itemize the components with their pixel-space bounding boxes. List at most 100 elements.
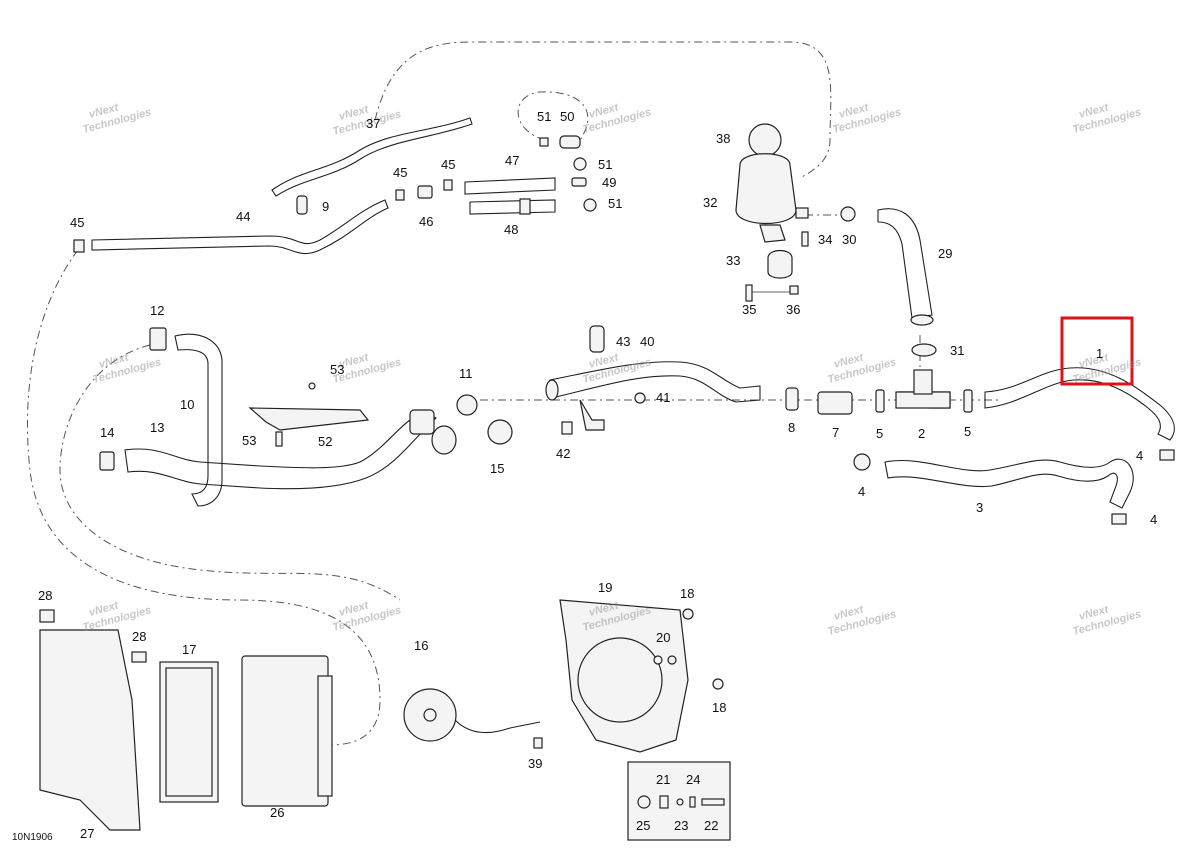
- clamp-45-left: [73, 239, 85, 253]
- bracket-42: [579, 399, 605, 431]
- callout-52[interactable]: 52: [318, 434, 332, 449]
- shroud-19-opening: [577, 637, 663, 723]
- callout-53-top[interactable]: 53: [330, 362, 344, 377]
- clamp-5-left: [875, 389, 885, 413]
- callout-51-mid[interactable]: 51: [598, 157, 612, 172]
- hose-48: [469, 199, 556, 215]
- bolt-35: [745, 284, 753, 302]
- callout-19[interactable]: 19: [598, 580, 612, 595]
- callout-20[interactable]: 20: [656, 630, 670, 645]
- callout-38[interactable]: 38: [716, 131, 730, 146]
- callout-11[interactable]: 11: [459, 366, 473, 381]
- callout-37[interactable]: 37: [366, 116, 380, 131]
- callout-43[interactable]: 43: [616, 334, 630, 349]
- callout-46[interactable]: 46: [419, 214, 433, 229]
- callout-26[interactable]: 26: [270, 805, 284, 820]
- callout-7[interactable]: 7: [832, 425, 839, 440]
- clamp-30: [840, 206, 856, 222]
- hose-47: [464, 177, 556, 195]
- callout-3[interactable]: 3: [976, 500, 983, 515]
- bolt-53-a: [275, 431, 283, 447]
- callout-22[interactable]: 22: [704, 818, 718, 833]
- callout-27[interactable]: 27: [80, 826, 94, 841]
- callout-9[interactable]: 9: [322, 199, 329, 214]
- dashed-route-top-loop: [374, 41, 832, 179]
- clamp-51-left: [539, 137, 549, 147]
- callout-23[interactable]: 23: [674, 818, 688, 833]
- screw-53-b: [308, 382, 316, 390]
- callout-32[interactable]: 32: [703, 195, 717, 210]
- highlight-box-part-1: [1060, 316, 1134, 386]
- clamp-4-b: [1159, 449, 1175, 461]
- callout-14[interactable]: 14: [100, 425, 114, 440]
- callout-5-b[interactable]: 5: [964, 424, 971, 439]
- callout-24[interactable]: 24: [686, 772, 700, 787]
- bracket-52: [248, 407, 370, 431]
- callout-29[interactable]: 29: [938, 246, 952, 261]
- radiator-26: [241, 655, 329, 807]
- callout-42[interactable]: 42: [556, 446, 570, 461]
- callout-53-bottom[interactable]: 53: [242, 433, 256, 448]
- callout-30[interactable]: 30: [842, 232, 856, 247]
- clamp-45-right: [443, 179, 453, 191]
- callout-47[interactable]: 47: [505, 153, 519, 168]
- callout-28-a[interactable]: 28: [38, 588, 52, 603]
- callout-33[interactable]: 33: [726, 253, 740, 268]
- callout-51-left[interactable]: 51: [537, 109, 551, 124]
- callout-25[interactable]: 25: [636, 818, 650, 833]
- clamp-5-right: [963, 389, 973, 413]
- callout-18-right[interactable]: 18: [712, 700, 726, 715]
- hose-48-band: [519, 198, 531, 215]
- callout-48[interactable]: 48: [504, 222, 518, 237]
- callout-50[interactable]: 50: [560, 109, 574, 124]
- clamp-8: [785, 387, 799, 411]
- nut-41: [634, 392, 646, 404]
- callout-4-c[interactable]: 4: [1150, 512, 1157, 527]
- callout-51-bottom[interactable]: 51: [608, 196, 622, 211]
- bolt-42: [561, 421, 573, 435]
- callout-2[interactable]: 2: [918, 426, 925, 441]
- clamp-12: [149, 327, 167, 351]
- callout-8[interactable]: 8: [788, 420, 795, 435]
- callout-17[interactable]: 17: [182, 642, 196, 657]
- callout-16[interactable]: 16: [414, 638, 428, 653]
- callout-39[interactable]: 39: [528, 756, 542, 771]
- callout-45-mid[interactable]: 45: [393, 165, 407, 180]
- callout-44[interactable]: 44: [236, 209, 250, 224]
- callout-34[interactable]: 34: [818, 232, 832, 247]
- panel-27: [39, 629, 141, 831]
- callout-4-b[interactable]: 4: [1136, 448, 1143, 463]
- callout-12[interactable]: 12: [150, 303, 164, 318]
- clamp-4-a: [853, 453, 871, 471]
- callout-21[interactable]: 21: [656, 772, 670, 787]
- callout-45-right[interactable]: 45: [441, 157, 455, 172]
- fitting-49: [571, 177, 587, 187]
- grommet-20-a: [653, 655, 663, 665]
- nut-36: [789, 285, 799, 295]
- fitting-50: [559, 135, 581, 149]
- callout-4-a[interactable]: 4: [858, 484, 865, 499]
- callout-18-top[interactable]: 18: [680, 586, 694, 601]
- hose-3: [884, 458, 1134, 509]
- grommet-25: [637, 795, 651, 809]
- callout-28-b[interactable]: 28: [132, 629, 146, 644]
- callout-35[interactable]: 35: [742, 302, 756, 317]
- clamp-15: [487, 419, 513, 445]
- callout-15[interactable]: 15: [490, 461, 504, 476]
- hose-1: [984, 367, 1175, 441]
- reservoir-neck: [759, 224, 786, 243]
- hose-44: [91, 199, 389, 255]
- callout-49[interactable]: 49: [602, 175, 616, 190]
- callout-10[interactable]: 10: [180, 397, 194, 412]
- callout-13[interactable]: 13: [150, 420, 164, 435]
- callout-40[interactable]: 40: [640, 334, 654, 349]
- callout-45-left[interactable]: 45: [70, 215, 84, 230]
- nut-24: [689, 796, 696, 808]
- callout-36[interactable]: 36: [786, 302, 800, 317]
- callout-41[interactable]: 41: [656, 390, 670, 405]
- callout-5-a[interactable]: 5: [876, 426, 883, 441]
- callout-1[interactable]: 1: [1096, 346, 1103, 361]
- washer-23: [676, 798, 684, 806]
- callout-31[interactable]: 31: [950, 343, 964, 358]
